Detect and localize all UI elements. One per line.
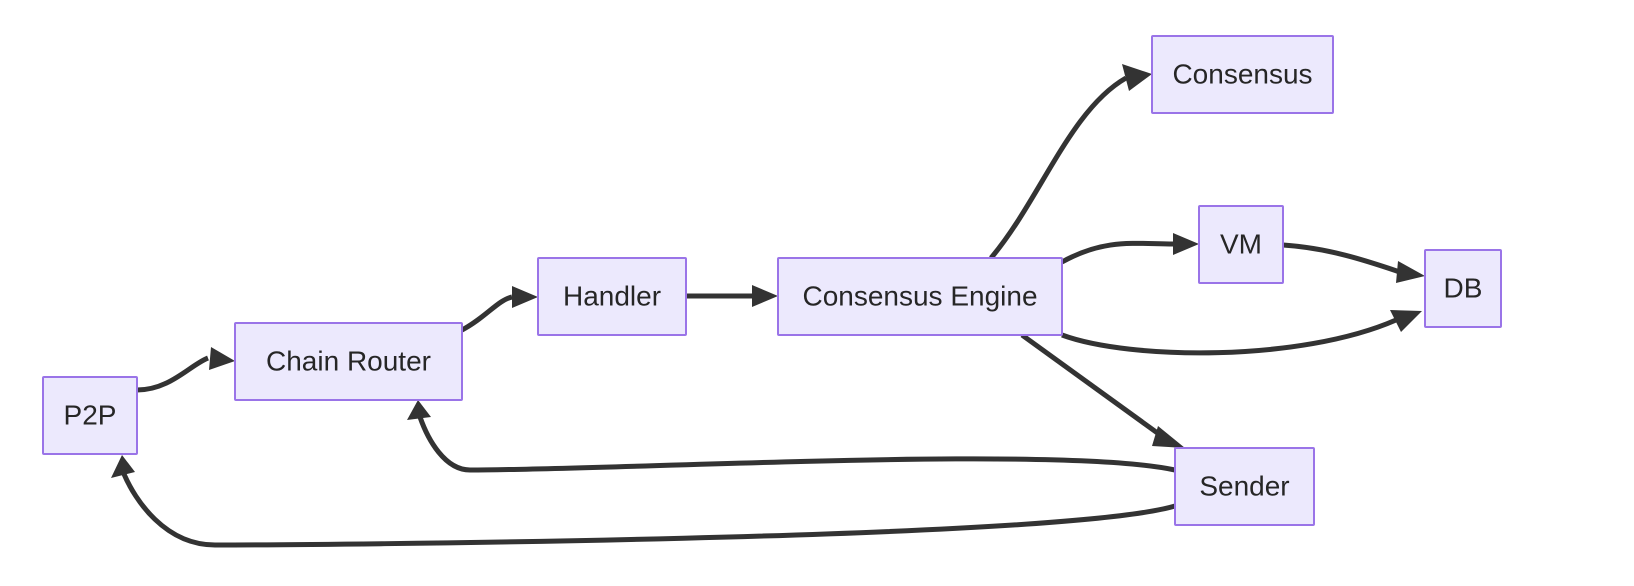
arrowhead-icon xyxy=(512,286,538,308)
edge-vm-to-db xyxy=(1282,242,1425,283)
node-box[interactable] xyxy=(537,257,687,336)
arrowhead-icon xyxy=(1122,64,1152,91)
node-label: Consensus xyxy=(1172,58,1312,89)
arrowhead-icon xyxy=(1152,426,1185,448)
arrowhead-icon xyxy=(1173,233,1199,255)
arrowhead-icon xyxy=(111,455,135,478)
node-box[interactable] xyxy=(777,257,1063,336)
edge-path xyxy=(1061,317,1398,356)
node-box[interactable] xyxy=(42,376,138,455)
node-label: DB xyxy=(1444,272,1483,303)
arrowhead-icon xyxy=(1396,261,1425,283)
edge-sender-to-chain-router xyxy=(407,400,1176,473)
node-db[interactable]: DB xyxy=(1424,249,1502,328)
edge-path xyxy=(989,75,1128,260)
node-p2p[interactable]: P2P xyxy=(42,376,138,455)
node-chain-router[interactable]: Chain Router xyxy=(234,322,463,401)
node-consensus[interactable]: Consensus xyxy=(1151,35,1334,114)
node-box[interactable] xyxy=(1198,205,1284,284)
edge-consensus-engine-to-vm xyxy=(1060,233,1199,265)
node-label: P2P xyxy=(64,399,117,430)
node-label: VM xyxy=(1220,228,1262,259)
node-box[interactable] xyxy=(234,322,463,401)
edge-path xyxy=(121,473,1176,548)
edge-consensus-engine-to-consensus xyxy=(989,64,1152,260)
arrowhead-icon xyxy=(209,347,235,370)
node-label: Chain Router xyxy=(266,345,431,376)
edge-path xyxy=(1020,332,1165,440)
edge-handler-to-consensus-engine xyxy=(686,285,778,307)
edge-path xyxy=(417,416,1176,473)
arrowhead-icon xyxy=(407,400,431,420)
node-vm[interactable]: VM xyxy=(1198,205,1284,284)
arrowhead-icon xyxy=(752,285,778,307)
node-label: Sender xyxy=(1199,470,1289,501)
edge-path xyxy=(136,355,210,393)
edge-consensus-engine-to-sender xyxy=(1020,332,1185,448)
node-box[interactable] xyxy=(1174,447,1315,526)
node-sender[interactable]: Sender xyxy=(1174,447,1315,526)
edge-path xyxy=(1060,240,1174,265)
node-consensus-engine[interactable]: Consensus Engine xyxy=(777,257,1063,336)
node-label: Handler xyxy=(563,280,661,311)
edge-chain-router-to-handler xyxy=(460,286,538,333)
node-label: Consensus Engine xyxy=(802,280,1037,311)
node-handler[interactable]: Handler xyxy=(537,257,687,336)
edge-sender-to-p2p xyxy=(111,455,1176,548)
edge-p2p-to-chain-router xyxy=(136,347,235,393)
edge-path xyxy=(460,294,513,333)
edge-consensus-engine-to-db xyxy=(1061,310,1422,356)
arrowhead-icon xyxy=(1390,310,1422,332)
node-box[interactable] xyxy=(1424,249,1502,328)
edge-path xyxy=(1282,242,1401,275)
node-box[interactable] xyxy=(1151,35,1334,114)
